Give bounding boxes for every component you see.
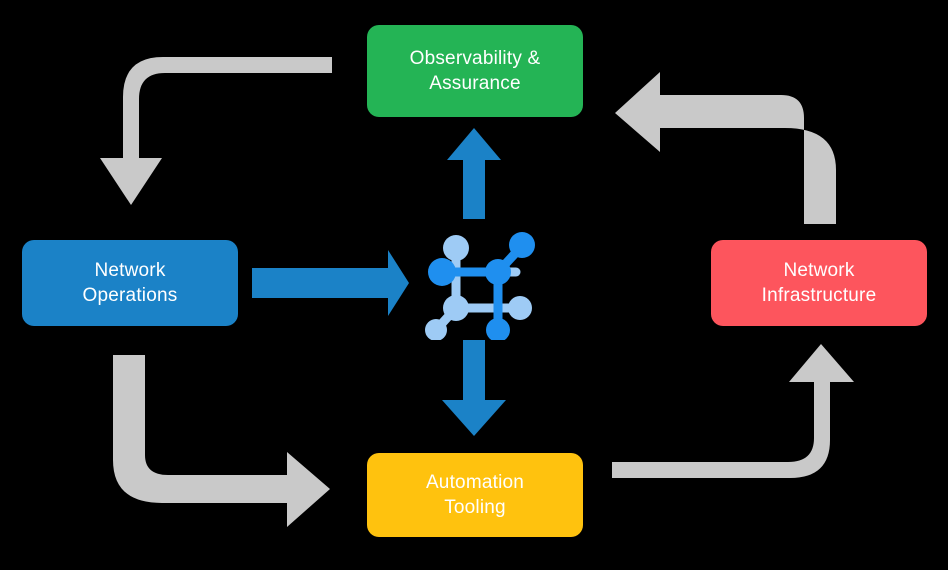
node-network-operations[interactable]: Network Operations — [22, 240, 238, 326]
arrow-center-to-automation — [442, 340, 506, 436]
arrow-operations-to-automation — [113, 355, 330, 527]
arrow-automation-to-infrastructure — [612, 344, 854, 478]
arrow-center-to-observability — [447, 128, 501, 219]
node-infrastructure-label: Network Infrastructure — [761, 259, 877, 306]
arrow-observability-to-operations — [100, 57, 332, 205]
node-automation-label: Automation Tooling — [425, 471, 525, 518]
node-observability-label: Observability & Assurance — [409, 47, 541, 94]
node-operations-label: Network Operations — [82, 259, 178, 306]
node-network-infrastructure[interactable]: Network Infrastructure — [711, 240, 927, 326]
node-automation-tooling[interactable]: Automation Tooling — [367, 453, 583, 537]
node-observability-assurance[interactable]: Observability & Assurance — [367, 25, 583, 117]
arrow-operations-to-center — [252, 250, 409, 316]
network-topology-icon — [425, 232, 535, 340]
arrow-infrastructure-to-observability — [615, 72, 836, 224]
